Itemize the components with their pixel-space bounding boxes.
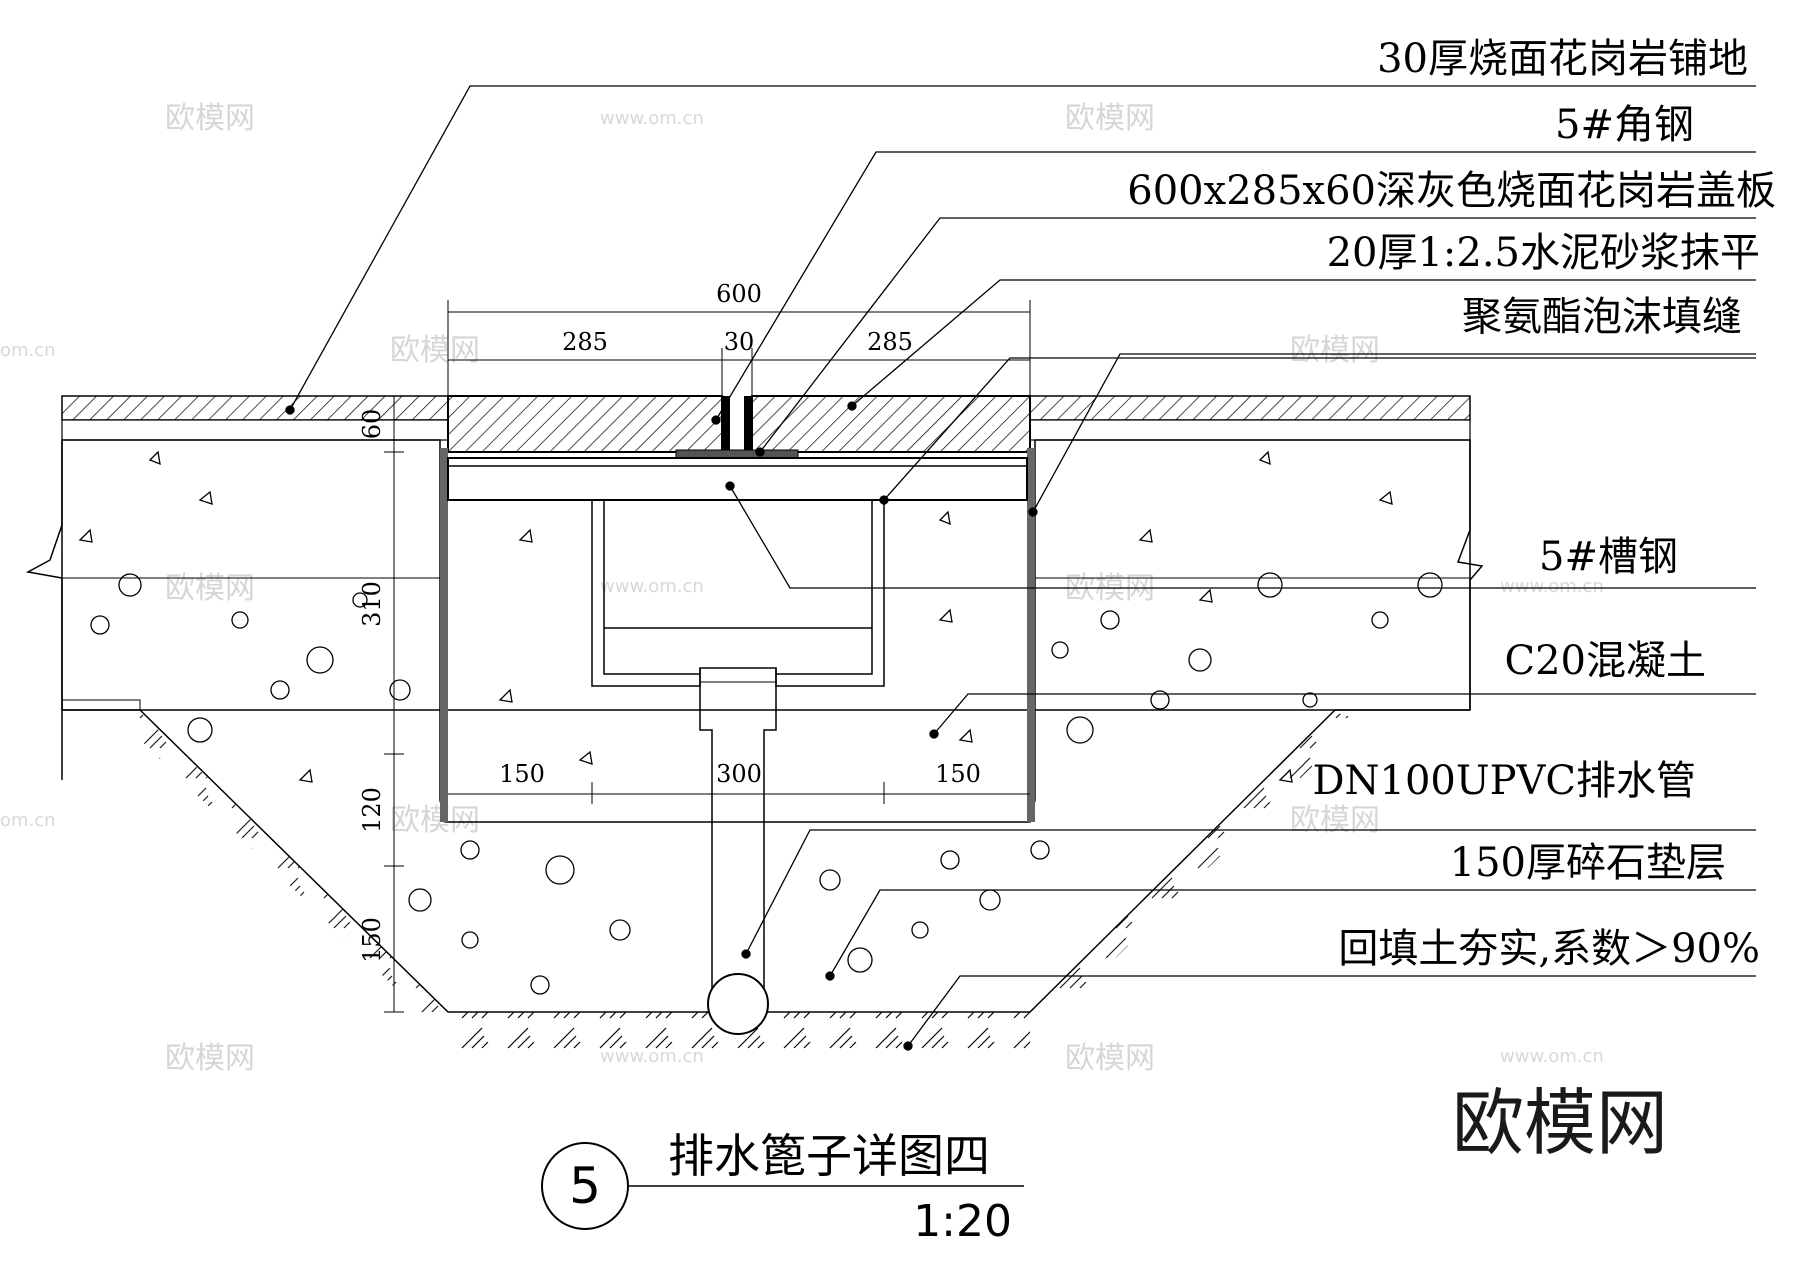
note-granite-cover: 600x285x60深灰色烧面花岗岩盖板 <box>1127 168 1776 214</box>
dim-side-1: 60 <box>358 409 386 440</box>
drainage-channel <box>440 448 1035 1035</box>
channel-steel <box>447 457 1028 501</box>
detail-number: 5 <box>569 1157 601 1215</box>
granite-cover-plate-right <box>751 395 1031 453</box>
watermark-site: www.om.cn <box>600 576 704 597</box>
dim-side-2: 310 <box>358 581 386 627</box>
watermark-brand: 欧模网 <box>165 571 255 606</box>
granite-cover-plate-left <box>447 395 723 453</box>
note-cement-mortar: 20厚1:2.5水泥砂浆抹平 <box>1327 230 1760 276</box>
note-upvc-pipe: DN100UPVC排水管 <box>1312 758 1696 804</box>
mortar-bed-left <box>61 419 449 441</box>
watermark-brand: 欧模网 <box>390 333 480 368</box>
angle-steel-left <box>722 396 730 452</box>
dim-side-3: 120 <box>358 787 386 833</box>
angle-steel-right <box>744 396 752 452</box>
watermark-brand: 欧模网 <box>1290 803 1380 838</box>
dim-side-4: 150 <box>358 917 386 963</box>
watermark-brand: 欧模网 <box>165 101 255 136</box>
watermark-site: om.cn <box>0 810 56 831</box>
detail-scale: 1:20 <box>913 1196 1012 1247</box>
watermark-brand: 欧模网 <box>390 803 480 838</box>
watermark-brand: 欧模网 <box>1065 1041 1155 1076</box>
watermark-site: www.om.cn <box>1500 1046 1604 1067</box>
watermark-layer: 欧模网 欧模网 欧模网 欧模网 欧模网 欧模网 欧模网 欧模网 欧模网 欧模网 … <box>0 101 1604 1076</box>
watermark-brand: 欧模网 <box>1290 333 1380 368</box>
pipe-end <box>707 973 769 1035</box>
foam-joint-left <box>440 448 448 822</box>
note-backfill-soil: 回填土夯实,系数＞90% <box>1338 926 1760 972</box>
detail-title: 排水篦子详图四 <box>668 1129 990 1183</box>
dim-top-right: 285 <box>867 328 913 356</box>
dimension-lines: 600 285 30 285 150 300 150 60 310 120 15… <box>358 280 1031 1013</box>
leader-lines <box>285 85 1756 1051</box>
note-c20-concrete: C20混凝土 <box>1504 638 1706 684</box>
note-foam-joint: 聚氨酯泡沫填缝 <box>1462 294 1742 340</box>
note-granite-paving: 30厚烧面花岗岩铺地 <box>1377 36 1748 82</box>
dim-bottom-mid: 300 <box>716 760 762 788</box>
angle-steel-flange <box>675 449 799 459</box>
dim-bottom-right: 150 <box>935 760 981 788</box>
dim-top-total: 600 <box>716 280 762 308</box>
granite-paving-left <box>61 395 449 421</box>
dim-top-mid: 30 <box>724 328 755 356</box>
watermark-site: www.om.cn <box>600 108 704 129</box>
annotation-labels: 30厚烧面花岗岩铺地 5#角钢 600x285x60深灰色烧面花岗岩盖板 20厚… <box>1127 36 1776 972</box>
watermark-site: om.cn <box>0 340 56 361</box>
note-gravel-cushion: 150厚碎石垫层 <box>1450 840 1726 886</box>
mortar-bed-right <box>1029 419 1471 441</box>
watermark-brand: 欧模网 <box>1065 101 1155 136</box>
pavement-layers <box>61 395 1471 459</box>
dim-bottom-left: 150 <box>499 760 545 788</box>
dim-top-left: 285 <box>562 328 608 356</box>
watermark-site: www.om.cn <box>1500 576 1604 597</box>
brand-watermark: 欧模网 <box>1452 1081 1668 1165</box>
granite-paving-right <box>1029 395 1471 421</box>
note-channel-steel: 5#槽钢 <box>1539 534 1678 580</box>
foam-joint-right <box>1027 448 1035 822</box>
aggregate-texture <box>78 450 1443 995</box>
title-block: 5 排水篦子详图四 1:20 <box>541 1129 1024 1247</box>
note-angle-steel: 5#角钢 <box>1555 102 1694 148</box>
watermark-brand: 欧模网 <box>165 1041 255 1076</box>
